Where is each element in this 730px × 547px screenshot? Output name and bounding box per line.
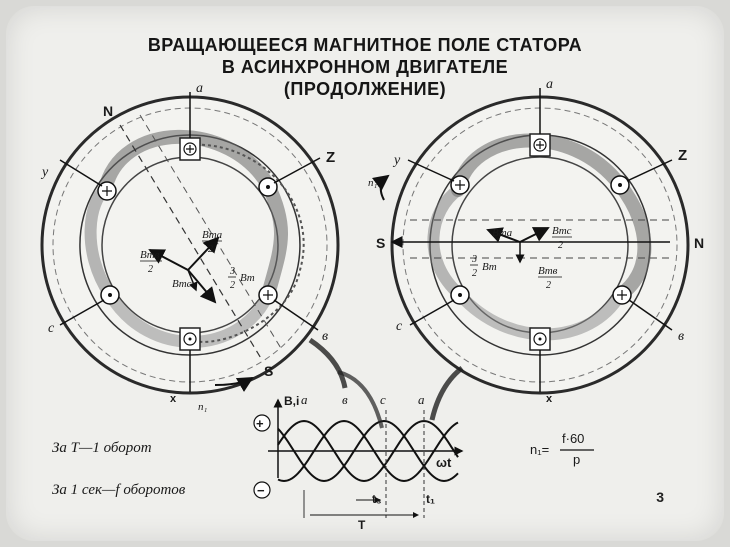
waveform-y-label: B,i [284, 394, 299, 408]
right-slot-x [529, 327, 551, 351]
left-sum-num: 3 [229, 266, 235, 277]
right-label-y: y [392, 153, 401, 168]
title-line-3: (ПРОДОЛЖЕНИЕ) [283, 79, 447, 99]
left-slot-z [258, 177, 278, 197]
right-bmc-den: 2 [558, 240, 563, 251]
wave-phase-a [277, 419, 459, 483]
right-motor [372, 88, 690, 395]
right-vec-bma [486, 227, 521, 243]
right-slot-c [450, 285, 470, 305]
minus-marker [253, 481, 271, 499]
note-period: За T—1 оборот [52, 440, 152, 456]
peak-label-c: c [380, 392, 386, 407]
left-vec-bmc [187, 269, 198, 292]
right-pole-s: S [376, 235, 385, 251]
left-bma: Bma [202, 229, 223, 241]
wave-phase-c [277, 419, 459, 483]
waveform-x-label: ωt [436, 455, 452, 470]
title-line-2: В АСИНХРОННОМ ДВИГАТЕЛЕ [221, 57, 509, 77]
page-number: 3 [656, 489, 664, 505]
left-vec-bmb [148, 249, 189, 271]
right-bmb: Bmв [538, 265, 558, 277]
right-sum-num: 3 [471, 254, 477, 265]
right-sum-b: Bm [482, 261, 497, 273]
left-rotation-arrow [214, 376, 254, 392]
left-slot-c [100, 285, 120, 305]
left-label-y: y [40, 165, 49, 180]
right-label-a: a [546, 77, 553, 92]
formula-lhs: n₁= [530, 442, 550, 457]
left-bma-den: 2 [208, 244, 213, 255]
right-slot-b [612, 285, 632, 305]
peak-label-a2: a [418, 392, 425, 407]
right-label-b: в [678, 329, 684, 344]
link-arrow-right [429, 366, 464, 421]
right-slot-a [529, 133, 551, 157]
left-ns-axis [119, 124, 263, 361]
formula-numerator: f·60 [562, 431, 585, 446]
right-coil-a [451, 133, 652, 302]
left-sum-den: 2 [230, 280, 235, 291]
note-per-second: За 1 сек—f оборотов [52, 482, 186, 498]
left-label-b: в [322, 329, 328, 344]
left-speed-label: n₁ [198, 401, 208, 413]
right-pole-n: N [694, 235, 704, 251]
left-sum-b: Bm [240, 272, 255, 284]
formula-denominator: p [573, 452, 581, 467]
title-line-1: ВРАЩАЮЩЕЕСЯ МАГНИТНОЕ ПОЛЕ СТАТОРА [147, 35, 583, 55]
left-label-a: a [196, 81, 203, 96]
left-slot-x [179, 327, 201, 351]
right-slot-y [450, 175, 470, 195]
right-label-c: c [396, 319, 403, 334]
left-label-x: x [170, 393, 177, 405]
plus-sign: + [256, 416, 264, 431]
left-slot-b [258, 285, 278, 305]
right-coil-b [427, 184, 466, 301]
right-label-x: x [546, 393, 553, 405]
left-pole-n: N [103, 103, 113, 119]
t3-label: t₃ [372, 492, 382, 506]
left-slot-y [97, 181, 117, 201]
right-label-z: Z [678, 147, 687, 164]
left-slot-a [179, 137, 201, 161]
right-rotation-arrow [372, 174, 390, 201]
waveform-chart [253, 337, 464, 518]
right-bmc: Bmc [552, 225, 572, 237]
plus-marker [253, 414, 271, 432]
peak-label-a1: a [301, 392, 308, 407]
left-label-z: Z [326, 149, 335, 166]
left-bmb-den: 2 [148, 264, 153, 275]
right-vec-bmc [519, 227, 550, 243]
period-label: T [358, 518, 366, 532]
left-vec-bma [187, 236, 220, 271]
t1-label: t₁ [426, 492, 435, 506]
right-speed-label: n₁ [368, 177, 378, 189]
left-coil-a [98, 129, 288, 302]
minus-sign: − [257, 483, 265, 498]
right-sum-den: 2 [472, 268, 477, 279]
wave-phase-b [277, 419, 459, 483]
left-vec-sum [187, 269, 217, 304]
left-label-c: c [48, 321, 55, 336]
left-bmc: Bmc [172, 278, 192, 290]
right-bma: Bma [492, 227, 513, 239]
right-slot-z [610, 175, 630, 195]
left-bmb: Bmв [140, 249, 160, 261]
peak-label-b: в [342, 392, 348, 407]
left-pole-s: S [264, 363, 273, 379]
right-bmb-den: 2 [546, 280, 551, 291]
link-arrow-left [308, 337, 348, 389]
left-coil-outline [189, 143, 305, 343]
left-motor [40, 92, 340, 395]
